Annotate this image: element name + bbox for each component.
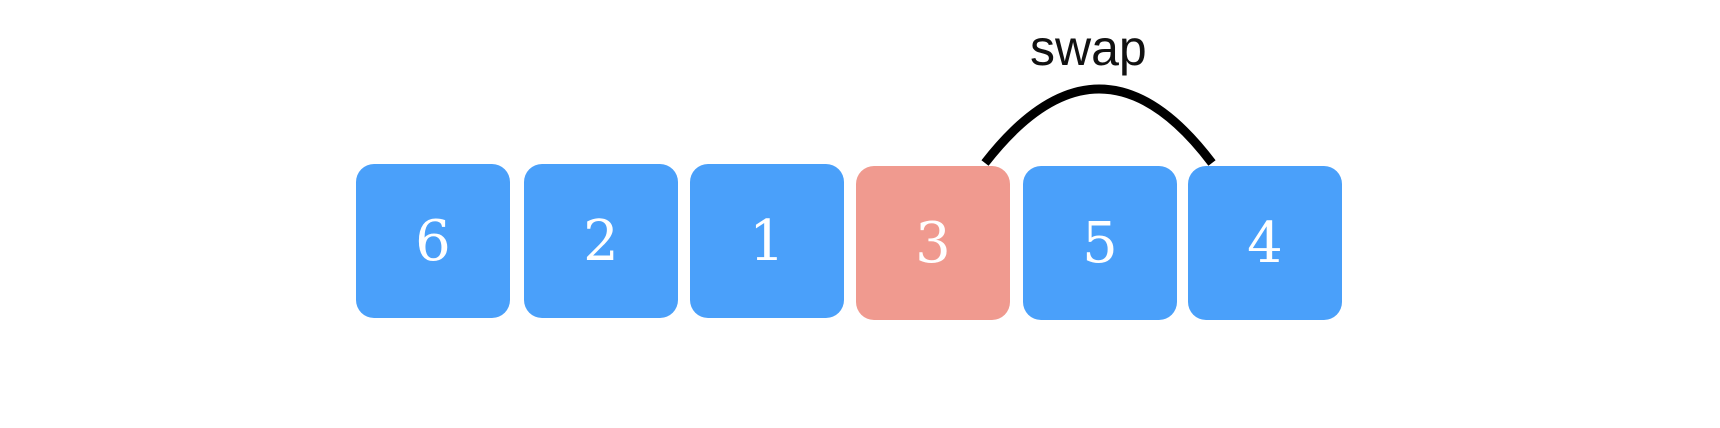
array-box-2: 2 (524, 164, 678, 318)
array-value: 2 (583, 208, 619, 274)
array-value: 3 (915, 210, 951, 276)
array-value: 6 (415, 208, 451, 274)
swap-label: swap (1030, 20, 1147, 76)
array-box-3: 1 (690, 164, 844, 318)
array-box-6: 4 (1188, 166, 1342, 320)
array-box-4-highlighted: 3 (856, 166, 1010, 320)
array-box-1: 6 (356, 164, 510, 318)
array-value: 1 (749, 208, 785, 274)
array-box-5: 5 (1023, 166, 1177, 320)
swap-arc-path (981, 84, 1216, 166)
array-value: 5 (1082, 210, 1118, 276)
array-value: 4 (1247, 210, 1283, 276)
